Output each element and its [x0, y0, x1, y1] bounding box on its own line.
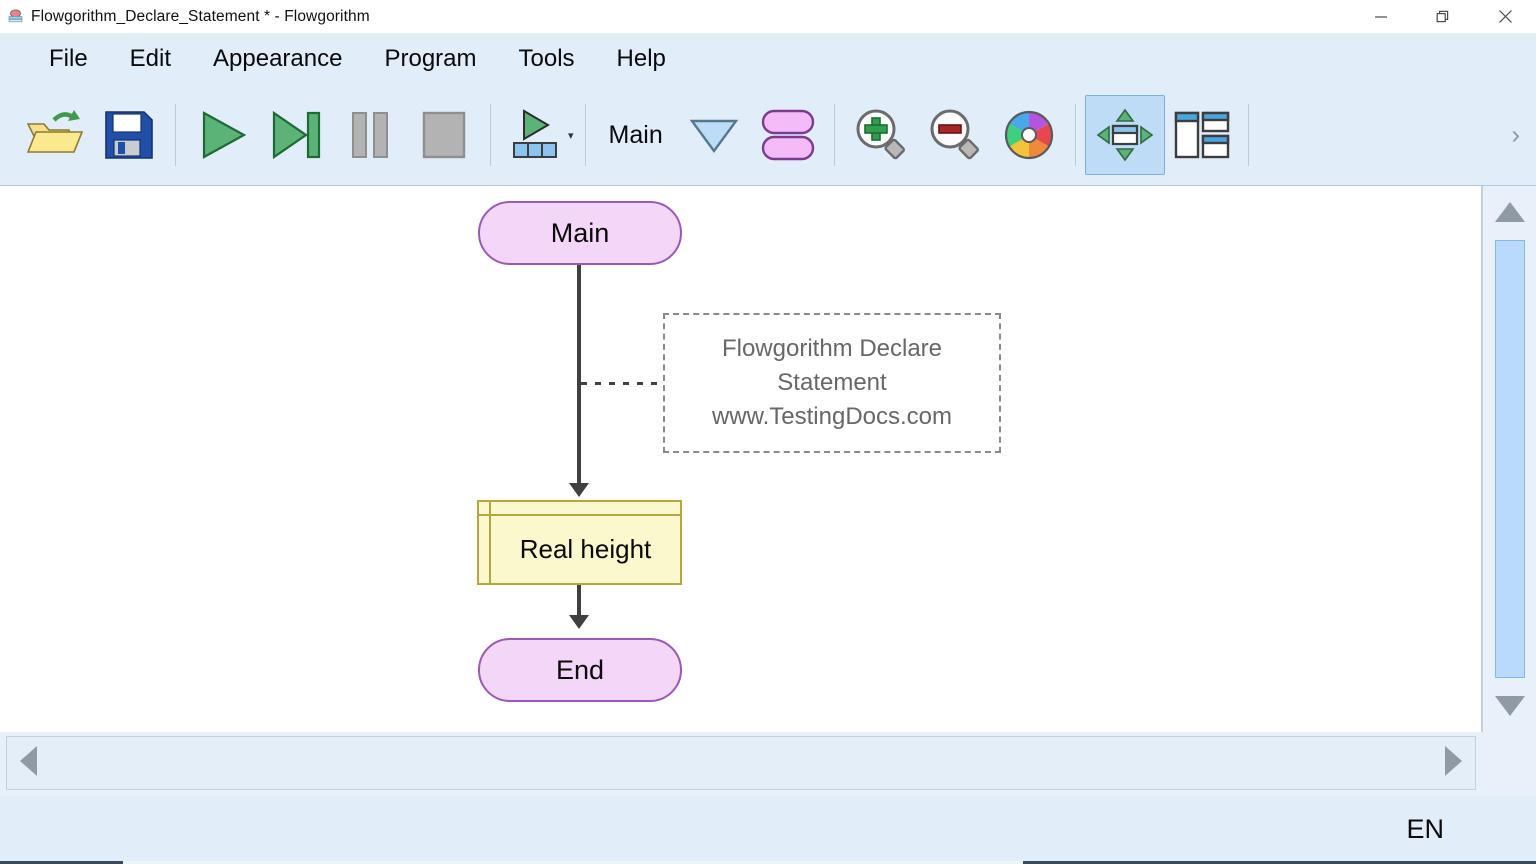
menu-bar: File Edit Appearance Program Tools Help: [0, 33, 1536, 85]
window-title: Flowgorithm_Declare_Statement * - Flowgo…: [31, 7, 370, 25]
toolbar-overflow-chevron-icon[interactable]: ›: [1511, 119, 1520, 150]
scroll-up-arrow-icon[interactable]: [1483, 192, 1536, 232]
flow-node-declare-label: Real height: [519, 534, 652, 564]
menu-item-program[interactable]: Program: [384, 44, 477, 72]
horizontal-scrollbar[interactable]: [6, 736, 1476, 790]
declare-body: Real height: [479, 516, 680, 583]
horizontal-scrollbar-row: [0, 732, 1536, 796]
flowchart: Main Flowgorithm Declare Statement www.T…: [0, 186, 1481, 732]
flow-node-main[interactable]: Main: [478, 201, 682, 265]
flow-node-declare[interactable]: Real height: [477, 500, 682, 585]
scrollbar-corner: [1476, 736, 1530, 790]
menu-item-file[interactable]: File: [49, 44, 88, 72]
connector-main-to-declare: [577, 265, 581, 487]
step-over-icon[interactable]: [500, 93, 574, 177]
connector-declare-to-end: [577, 585, 581, 619]
menu-item-edit[interactable]: Edit: [129, 44, 172, 72]
toolbar: ▾ Main: [0, 85, 1536, 186]
function-selector-label[interactable]: Main: [608, 120, 663, 149]
connector-arrowhead-declare: [569, 483, 589, 497]
status-bar: EN: [0, 796, 1536, 864]
scroll-left-arrow-icon[interactable]: [17, 744, 39, 783]
menu-item-appearance[interactable]: Appearance: [213, 44, 343, 72]
flow-node-end-label: End: [555, 654, 605, 685]
color-wheel-icon[interactable]: [992, 93, 1066, 177]
run-play-icon[interactable]: [185, 93, 259, 177]
toolbar-separator: [1247, 104, 1249, 166]
toolbar-separator: [175, 104, 176, 166]
vertical-scrollbar[interactable]: [1482, 186, 1536, 732]
toolbar-separator: [833, 104, 835, 166]
connector-comment-dotted: [581, 382, 665, 385]
functions-icon[interactable]: [751, 93, 825, 177]
close-icon[interactable]: [1474, 0, 1536, 33]
title-bar: Flowgorithm_Declare_Statement * - Flowgo…: [0, 0, 1536, 33]
pause-icon[interactable]: [333, 93, 407, 177]
toolbar-separator: [1074, 104, 1076, 166]
scroll-down-arrow-icon[interactable]: [1483, 686, 1536, 726]
menu-item-help[interactable]: Help: [616, 44, 666, 72]
flowchart-canvas[interactable]: Main Flowgorithm Declare Statement www.T…: [0, 186, 1482, 732]
zoom-out-icon[interactable]: [918, 93, 992, 177]
flowgorithm-icon: [7, 8, 24, 25]
flow-node-end[interactable]: End: [478, 638, 682, 702]
status-language-indicator[interactable]: EN: [1406, 813, 1444, 844]
toolbar-separator: [490, 104, 491, 166]
comment-line-3: www.TestingDocs.com: [711, 403, 953, 431]
window-controls: [1350, 0, 1536, 33]
zoom-in-icon[interactable]: [844, 93, 918, 177]
taskbar-active-segment: [123, 861, 1023, 864]
declare-header-left-cell: [479, 502, 491, 514]
toolbar-separator: [584, 104, 586, 166]
scroll-right-arrow-icon[interactable]: [1443, 744, 1465, 783]
fit-to-window-icon[interactable]: [1084, 95, 1165, 175]
chevron-down-icon[interactable]: [677, 93, 751, 177]
step-dropdown-icon[interactable]: ▾: [568, 129, 574, 142]
declare-left-column: [479, 516, 491, 583]
restore-icon[interactable]: [1412, 0, 1474, 33]
comment-line-2: Statement: [777, 368, 887, 396]
vertical-scrollbar-thumb[interactable]: [1494, 240, 1525, 678]
declare-header-band: [479, 502, 680, 516]
stop-icon[interactable]: [407, 93, 481, 177]
comment-line-1: Flowgorithm Declare: [721, 334, 943, 362]
title-bar-left: Flowgorithm_Declare_Statement * - Flowgo…: [0, 8, 370, 26]
window-layout-icon[interactable]: [1165, 93, 1239, 177]
save-floppy-icon[interactable]: [92, 93, 166, 177]
run-to-end-icon[interactable]: [259, 93, 333, 177]
open-folder-icon[interactable]: [18, 93, 92, 177]
flow-comment-box[interactable]: Flowgorithm Declare Statement www.Testin…: [663, 313, 1001, 453]
workspace: Main Flowgorithm Declare Statement www.T…: [0, 186, 1536, 732]
menu-item-tools[interactable]: Tools: [518, 44, 575, 72]
flow-node-main-label: Main: [550, 217, 610, 248]
connector-arrowhead-end: [569, 615, 589, 629]
minimize-icon[interactable]: [1350, 0, 1412, 33]
